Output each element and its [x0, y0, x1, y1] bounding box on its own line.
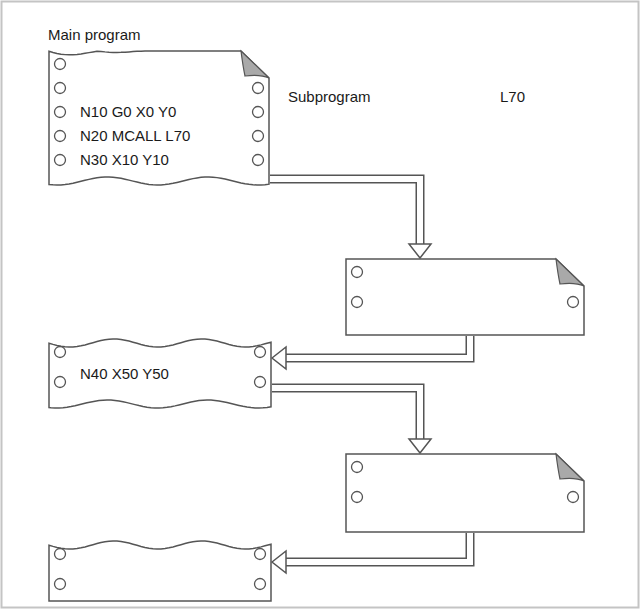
arrow-body — [285, 533, 470, 562]
call-arrow — [272, 533, 470, 573]
arrow-outline — [285, 336, 470, 358]
sheet-outline — [345, 453, 585, 533]
punch-hole — [568, 297, 579, 308]
code-line: N10 G0 X0 Y0 — [80, 100, 190, 124]
code-line: N20 MCALL L70 — [80, 124, 190, 148]
punch-hole — [55, 59, 66, 70]
arrow-head — [409, 439, 431, 453]
program-sheet — [48, 540, 272, 602]
program-sheet: Main programN10 G0 X0 Y0N20 MCALL L70N30… — [48, 50, 270, 187]
punch-hole — [55, 579, 66, 590]
punch-hole — [55, 155, 66, 166]
punch-hole — [255, 347, 266, 358]
punch-hole — [255, 377, 266, 388]
paper-sheet — [346, 454, 584, 532]
arrow-head — [272, 551, 286, 573]
folded-corner — [556, 259, 584, 286]
punch-hole — [253, 131, 264, 142]
call-label: L70 — [498, 88, 527, 105]
arrow-outline — [285, 533, 470, 562]
arrow-body — [285, 336, 470, 358]
punch-hole — [55, 107, 66, 118]
paper-sheet — [49, 339, 271, 408]
program-sheet — [345, 258, 585, 336]
paper-sheet — [49, 51, 269, 185]
punch-hole — [255, 579, 266, 590]
punch-hole — [568, 492, 579, 503]
arrow-head — [409, 244, 431, 258]
punch-hole — [55, 377, 66, 388]
sheet-outline — [48, 540, 272, 602]
call-arrow — [272, 336, 470, 369]
punch-hole — [55, 549, 66, 560]
paper-sheet — [49, 541, 271, 601]
punch-hole — [352, 267, 363, 278]
arrow-head — [272, 347, 286, 369]
code-line: N40 X50 Y50 — [80, 362, 169, 386]
code-block: N10 G0 X0 Y0N20 MCALL L70N30 X10 Y10 — [80, 100, 190, 172]
folded-corner — [556, 454, 584, 481]
call-arrow — [270, 179, 431, 258]
folded-corner — [241, 51, 269, 78]
arrow-body — [272, 388, 420, 440]
punch-hole — [352, 462, 363, 473]
punch-hole — [352, 297, 363, 308]
punch-hole — [253, 107, 264, 118]
punch-hole — [253, 83, 264, 94]
program-sheet — [345, 453, 585, 533]
call-label: Subprogram — [286, 88, 373, 105]
code-line: N30 X10 Y10 — [80, 148, 190, 172]
arrow-outline — [272, 388, 420, 440]
punch-hole — [352, 492, 363, 503]
paper-sheet — [346, 259, 584, 335]
program-sheet: N40 X50 Y50 — [48, 338, 272, 410]
arrow-body — [270, 179, 420, 245]
punch-hole — [55, 347, 66, 358]
code-block: N40 X50 Y50 — [80, 362, 169, 386]
punch-hole — [255, 549, 266, 560]
sheet-outline — [345, 258, 585, 336]
punch-hole — [55, 131, 66, 142]
sheet-heading: Main program — [48, 26, 141, 43]
call-arrow — [272, 388, 431, 453]
punch-hole — [55, 83, 66, 94]
punch-hole — [253, 155, 264, 166]
arrow-outline — [270, 179, 420, 245]
